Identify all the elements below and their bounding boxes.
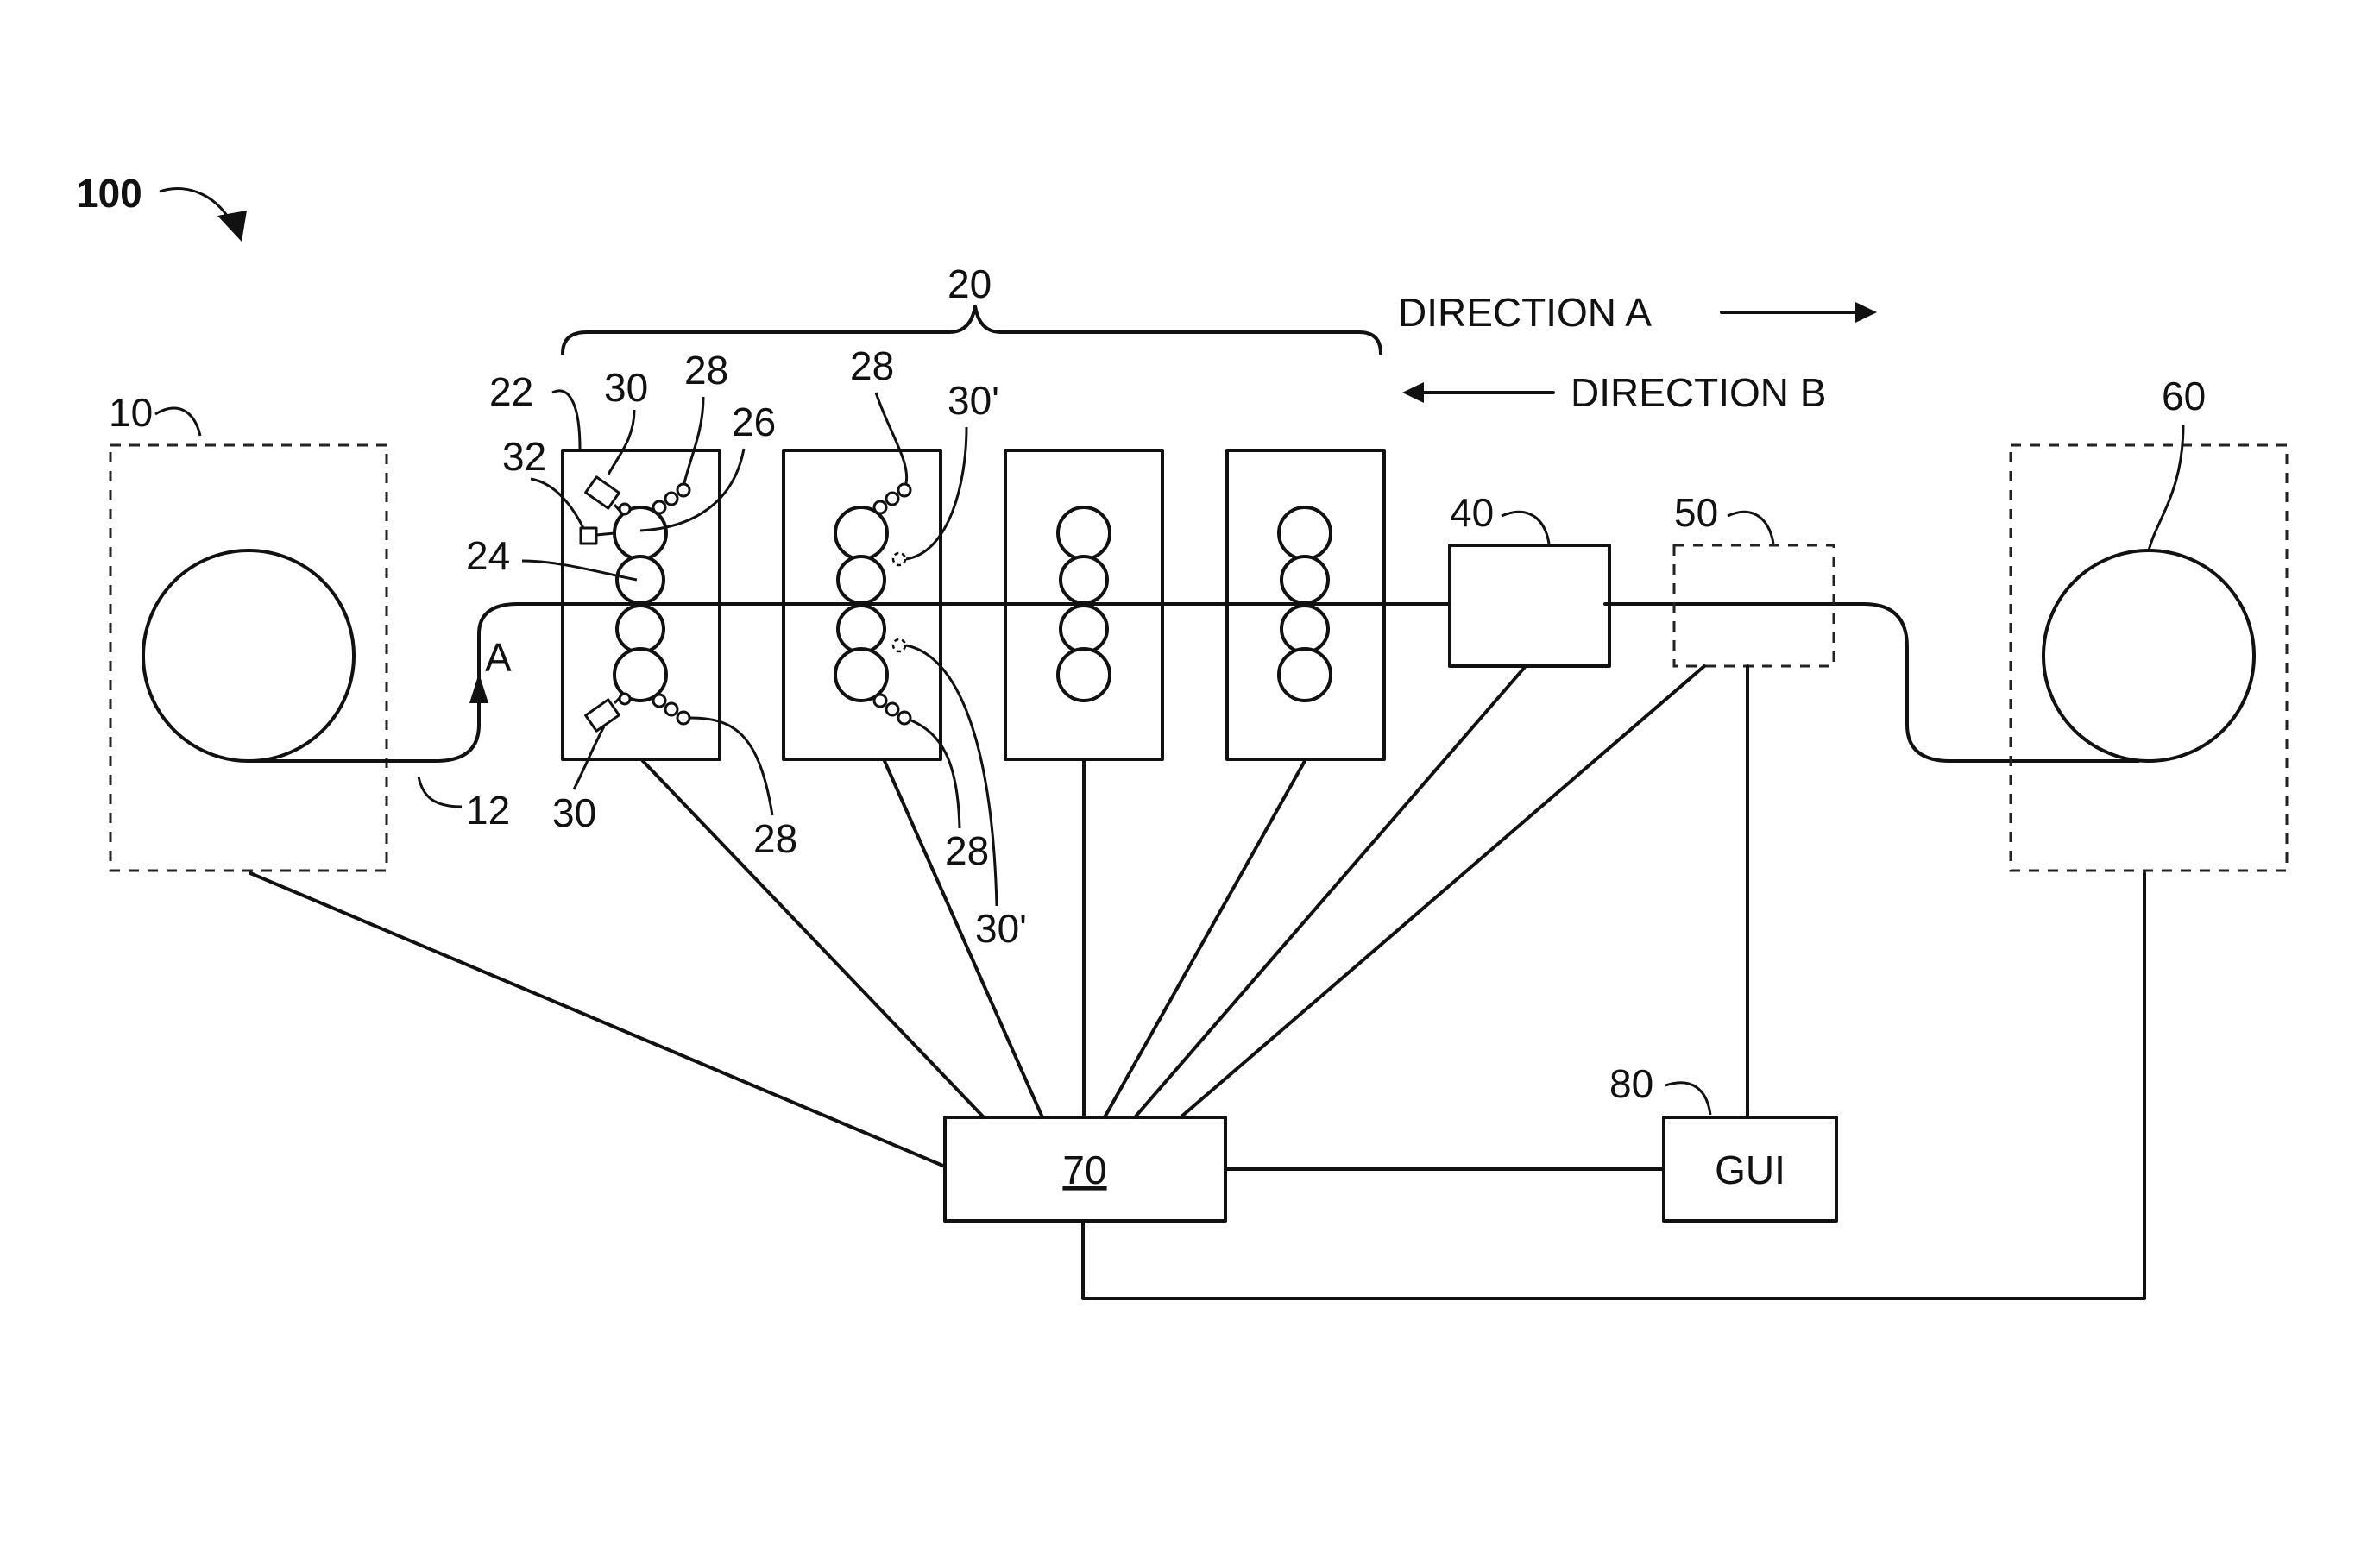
- label-100: 100: [76, 171, 142, 216]
- stand-2-top-chain-bead: [874, 501, 886, 513]
- stand-3-top-backup-roll: [1058, 507, 1110, 559]
- label-10: 10: [109, 390, 153, 435]
- label-12-leader: [419, 777, 462, 807]
- stand-1-sensor: [581, 528, 596, 544]
- stand-1-bottom-chain-bead: [677, 712, 689, 724]
- stand-4-bottom-work-roll: [1281, 606, 1328, 652]
- stand-1-sensor-link: [596, 533, 614, 535]
- link-stand-4-controller: [1105, 761, 1305, 1117]
- stand-3-bottom-work-roll: [1061, 606, 1107, 652]
- stand-1-bottom-work-roll: [617, 606, 664, 652]
- label-60-leader: [2149, 425, 2183, 550]
- stand-1-top-work-roll: [617, 557, 664, 603]
- stand-1-bottom-actuator-pin: [620, 694, 630, 704]
- stand-4-top-work-roll: [1281, 557, 1328, 603]
- link-stand-1-controller: [643, 761, 984, 1117]
- label-30-bottom: 30: [552, 790, 596, 835]
- label-100-arrowhead: [217, 211, 247, 242]
- label-28-stand-2-bottom-leader: [911, 720, 960, 828]
- label-40: 40: [1450, 490, 1494, 535]
- payoff-coil: [143, 550, 354, 761]
- stand-1-top-chain-bead: [677, 484, 689, 496]
- takeup-coil: [2043, 550, 2254, 761]
- label-12: 12: [466, 788, 510, 833]
- label-80-leader: [1665, 1083, 1710, 1115]
- stand-2-bottom-backup-roll: [835, 649, 887, 701]
- stand-1-top-chain-bead: [665, 493, 677, 505]
- label-40-leader: [1502, 512, 1549, 544]
- direction-b-label: DIRECTION B: [1571, 370, 1826, 415]
- stand-4-bottom-backup-roll: [1279, 649, 1331, 701]
- stand-3-bottom-backup-roll: [1058, 649, 1110, 701]
- label-10-leader: [155, 408, 200, 436]
- label-32: 32: [502, 434, 546, 479]
- stand-1-bottom-backup-roll: [614, 649, 666, 701]
- link-unit-40-controller: [1135, 666, 1526, 1117]
- stand-2-top-chain-bead: [898, 484, 910, 496]
- label-30-prime-bottom: 30': [975, 906, 1027, 951]
- label-28-stand-1-bottom-leader: [690, 718, 772, 815]
- label-80: 80: [1609, 1061, 1653, 1106]
- label-28-stand-1-top-leader: [684, 397, 703, 483]
- label-30-top: 30: [604, 365, 648, 410]
- label-28-stand-2-bottom: 28: [945, 828, 989, 873]
- label-20: 20: [948, 261, 992, 306]
- stand-2-bottom-work-roll: [838, 606, 885, 652]
- stand-3-top-work-roll: [1061, 557, 1107, 603]
- mill-group-brace: [563, 306, 1381, 354]
- stand-2-top-backup-roll: [835, 507, 887, 559]
- label-50-leader: [1728, 512, 1773, 544]
- label-50: 50: [1674, 490, 1718, 535]
- label-60: 60: [2162, 374, 2206, 418]
- stand-1-top-chain-bead: [653, 501, 665, 513]
- label-28-stand-2-top-leader: [876, 393, 907, 483]
- stand-1-bottom-actuator: [586, 700, 620, 731]
- label-28-stand-1-bottom: 28: [753, 816, 797, 861]
- label-30-top-leader: [608, 410, 634, 475]
- label-30-prime-top: 30': [948, 378, 999, 423]
- label-30-prime-top-leader: [906, 427, 966, 559]
- gui-label: GUI: [1715, 1148, 1785, 1192]
- label-28-stand-2-top: 28: [850, 343, 894, 388]
- stand-1-top-actuator: [586, 477, 620, 508]
- label-28-stand-1-top: 28: [684, 348, 728, 393]
- direction-a-arrowhead: [1855, 302, 1877, 323]
- label-32-leader: [531, 479, 583, 528]
- direction-a-label: DIRECTION A: [1398, 290, 1652, 335]
- stand-1-bottom-chain-bead: [665, 703, 677, 715]
- link-unit-50-controller: [1181, 666, 1704, 1117]
- unit-40: [1450, 545, 1609, 666]
- label-22: 22: [489, 369, 533, 414]
- label-A: A: [485, 635, 512, 680]
- stand-2-bottom-chain-bead: [886, 703, 898, 715]
- stand-2-top-work-roll: [838, 557, 885, 603]
- link-payoff-controller: [250, 873, 945, 1167]
- label-22-leader: [552, 391, 580, 449]
- label-70: 70: [1062, 1148, 1106, 1192]
- label-24: 24: [466, 533, 510, 578]
- stand-2-top-actuator-prime: [893, 553, 905, 565]
- label-26: 26: [732, 399, 776, 444]
- stand-1-top-actuator-pin: [620, 504, 630, 514]
- stand-2-bottom-chain-bead: [874, 695, 886, 707]
- stand-1-bottom-chain-bead: [653, 695, 665, 707]
- stand-4-top-backup-roll: [1279, 507, 1331, 559]
- stand-2-bottom-chain-bead: [898, 712, 910, 724]
- stand-1-top-backup-roll: [614, 507, 666, 559]
- stand-2-top-chain-bead: [886, 493, 898, 505]
- stand-2-bottom-actuator-prime: [893, 639, 905, 651]
